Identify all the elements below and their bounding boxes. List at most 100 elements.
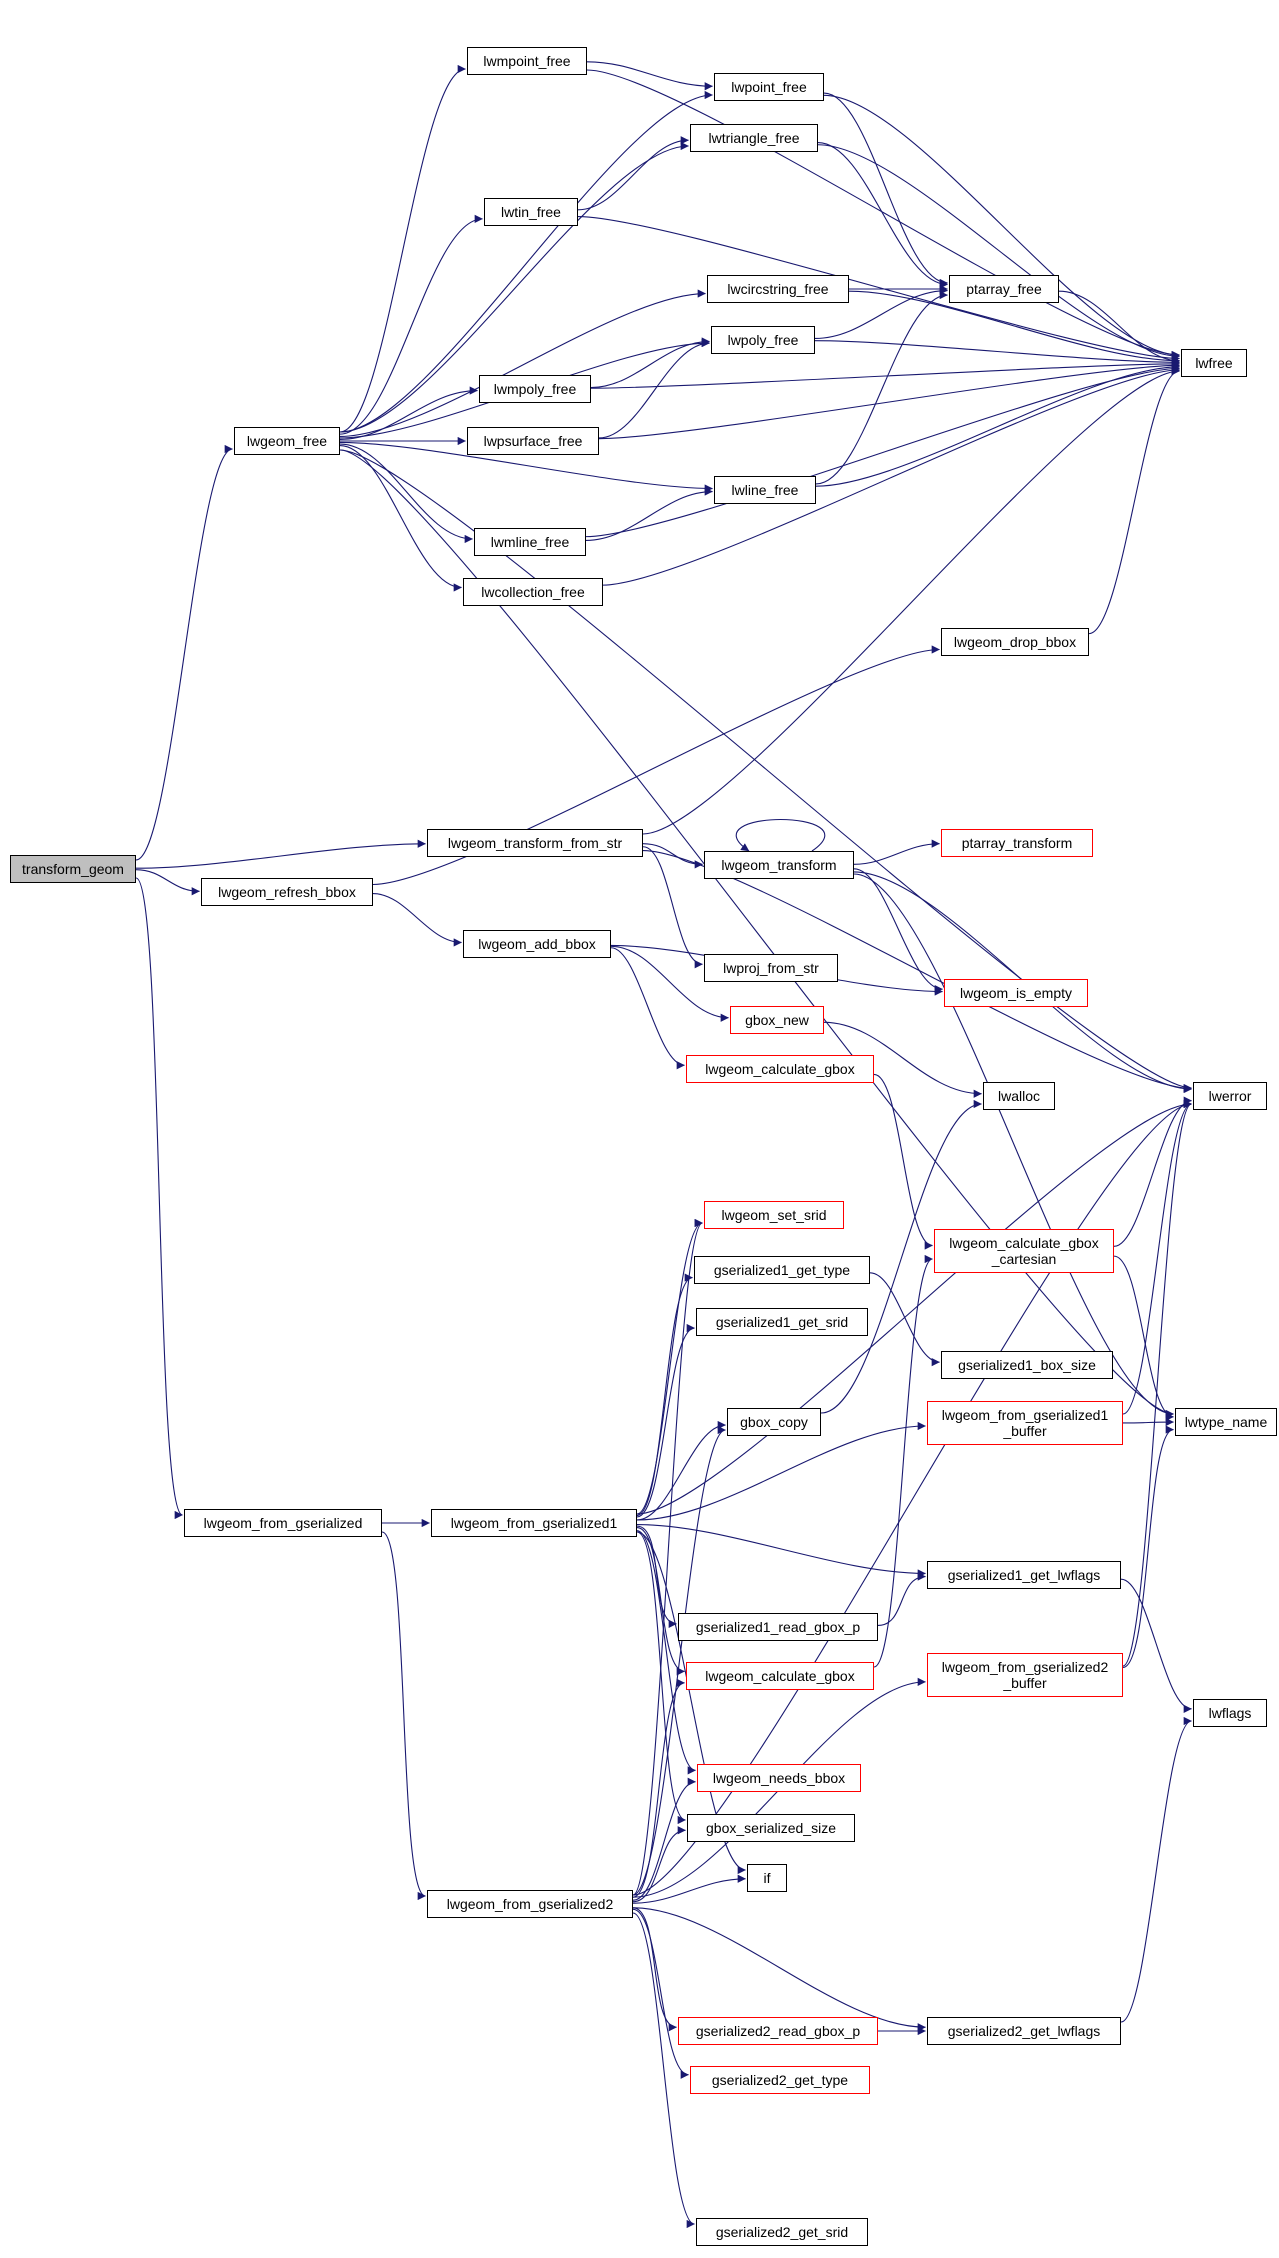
edge-lwgeom_transform-lwtype_name bbox=[853, 873, 1174, 1419]
edge-lwgeom_free-lwpoint_free bbox=[339, 90, 713, 433]
edge-lwcollection_free-lwfree bbox=[602, 365, 1180, 586]
node-lwgeom_from_gserialized1[interactable]: lwgeom_from_gserialized1 bbox=[431, 1509, 637, 1537]
node-lwmline_free[interactable]: lwmline_free bbox=[474, 528, 586, 556]
node-gserialized1_get_type[interactable]: gserialized1_get_type bbox=[694, 1256, 870, 1284]
edge-lwgeom_from_gserialized1-gserialized1_get_lwflags bbox=[636, 1524, 926, 1578]
node-lwalloc[interactable]: lwalloc bbox=[983, 1082, 1055, 1110]
node-lwgeom_from_gserialized1_buffer[interactable]: lwgeom_from_gserialized1 _buffer bbox=[927, 1401, 1123, 1445]
node-lwmpoly_free[interactable]: lwmpoly_free bbox=[479, 375, 591, 403]
node-lwtype_name[interactable]: lwtype_name bbox=[1175, 1408, 1277, 1436]
edge-lwgeom_refresh_bbox-lwgeom_drop_bbox bbox=[372, 645, 940, 886]
edge-lwgeom_from_gserialized1-lwgeom_needs_bbox bbox=[636, 1530, 696, 1775]
edge-transform_geom-lwgeom_refresh_bbox bbox=[135, 869, 200, 896]
edge-lwgeom_from_gserialized1_buffer-lwtype_name bbox=[1122, 1417, 1174, 1427]
node-gbox_copy[interactable]: gbox_copy bbox=[727, 1408, 821, 1436]
edge-lwgeom_from_gserialized2_buffer-lwtype_name bbox=[1122, 1425, 1174, 1668]
node-gserialized2_get_type[interactable]: gserialized2_get_type bbox=[690, 2066, 870, 2094]
node-lwcollection_free[interactable]: lwcollection_free bbox=[463, 578, 603, 606]
node-lwgeom_refresh_bbox[interactable]: lwgeom_refresh_bbox bbox=[201, 878, 373, 906]
edge-lwgeom_from_gserialized1-gserialized1_get_type bbox=[636, 1273, 693, 1516]
node-lwtin_free[interactable]: lwtin_free bbox=[484, 198, 578, 226]
node-lwpoly_free[interactable]: lwpoly_free bbox=[711, 326, 815, 354]
node-lwgeom_from_gserialized2[interactable]: lwgeom_from_gserialized2 bbox=[427, 1890, 633, 1918]
node-lwgeom_transform[interactable]: lwgeom_transform bbox=[704, 851, 854, 879]
edge-lwmline_free-lwline_free bbox=[585, 487, 713, 541]
edge-lwgeom_from_gserialized1-gserialized1_get_srid bbox=[636, 1323, 695, 1518]
edge-lwgeom_from_gserialized2-gserialized2_get_type bbox=[632, 1908, 689, 2079]
edge-lwgeom_from_gserialized2-if bbox=[632, 1874, 746, 1904]
edge-lwgeom_free-lwmpoly_free bbox=[339, 386, 478, 440]
node-gserialized2_get_lwflags[interactable]: gserialized2_get_lwflags bbox=[927, 2017, 1121, 2045]
edge-transform_geom-lwgeom_transform_from_str bbox=[135, 839, 426, 869]
node-ptarray_free[interactable]: ptarray_free bbox=[949, 275, 1059, 303]
node-lwmpoint_free[interactable]: lwmpoint_free bbox=[467, 47, 587, 75]
node-lwpsurface_free[interactable]: lwpsurface_free bbox=[467, 427, 599, 455]
node-lwfree[interactable]: lwfree bbox=[1181, 349, 1247, 377]
node-lwgeom_calculate_gbox_2[interactable]: lwgeom_calculate_gbox bbox=[686, 1662, 874, 1690]
node-gbox_new[interactable]: gbox_new bbox=[730, 1006, 824, 1034]
edge-transform_geom-lwgeom_from_gserialized bbox=[135, 877, 183, 1519]
node-lwcircstring_free[interactable]: lwcircstring_free bbox=[707, 275, 849, 303]
node-gserialized1_box_size[interactable]: gserialized1_box_size bbox=[941, 1351, 1113, 1379]
edge-lwgeom_from_gserialized2-gserialized2_get_srid bbox=[632, 1912, 695, 2229]
edge-lwgeom_from_gserialized-lwgeom_from_gserialized2 bbox=[381, 1531, 426, 1901]
edge-lwgeom_from_gserialized1-gbox_copy bbox=[636, 1420, 726, 1521]
edge-lwgeom_free-lwmline_free bbox=[339, 443, 473, 544]
edge-lwgeom_add_bbox-lwgeom_calculate_gbox bbox=[610, 947, 685, 1070]
edge-lwgeom_transform_from_str-lwproj_from_str bbox=[642, 846, 703, 969]
node-gserialized1_read_gbox_p[interactable]: gserialized1_read_gbox_p bbox=[678, 1613, 878, 1641]
node-ptarray_transform[interactable]: ptarray_transform bbox=[941, 829, 1093, 857]
node-if[interactable]: if bbox=[747, 1864, 787, 1892]
edge-lwline_free-ptarray_free bbox=[815, 290, 948, 485]
edge-lwpoly_free-ptarray_free bbox=[814, 286, 948, 340]
edge-lwmpoint_free-lwfree bbox=[586, 69, 1180, 360]
edge-lwpsurface_free-lwfree bbox=[598, 361, 1180, 440]
node-gserialized1_get_srid[interactable]: gserialized1_get_srid bbox=[696, 1308, 868, 1336]
edge-lwcircstring_free-lwfree bbox=[848, 290, 1180, 365]
node-lwgeom_set_srid[interactable]: lwgeom_set_srid bbox=[704, 1201, 844, 1229]
edge-lwgeom_free-lwtin_free bbox=[339, 214, 483, 435]
edge-lwgeom_from_gserialized2-lwerror bbox=[632, 1099, 1192, 1896]
edge-lwgeom_drop_bbox-lwfree bbox=[1088, 366, 1180, 635]
node-lwgeom_add_bbox[interactable]: lwgeom_add_bbox bbox=[463, 930, 611, 958]
node-lwpoint_free[interactable]: lwpoint_free bbox=[714, 73, 824, 101]
edge-lwgeom_from_gserialized2_buffer-lwerror bbox=[1122, 1100, 1192, 1667]
edge-lwpoint_free-ptarray_free bbox=[823, 92, 948, 288]
node-lwgeom_needs_bbox[interactable]: lwgeom_needs_bbox bbox=[697, 1764, 861, 1792]
node-gserialized2_read_gbox_p[interactable]: gserialized2_read_gbox_p bbox=[678, 2017, 878, 2045]
edge-lwpoly_free-lwfree bbox=[814, 340, 1180, 367]
edge-lwgeom_calculate_gbox-lwgeom_calculate_gbox_cartesian bbox=[873, 1073, 933, 1250]
node-lwerror[interactable]: lwerror bbox=[1193, 1082, 1267, 1110]
node-gserialized2_get_srid[interactable]: gserialized2_get_srid bbox=[696, 2218, 868, 2246]
node-lwgeom_drop_bbox[interactable]: lwgeom_drop_bbox bbox=[941, 628, 1089, 656]
node-gbox_serialized_size[interactable]: gbox_serialized_size bbox=[687, 1814, 855, 1842]
edge-lwmline_free-lwfree bbox=[585, 364, 1180, 538]
edge-lwgeom_from_gserialized2-lwgeom_needs_bbox bbox=[632, 1777, 696, 1901]
edge-lwgeom_transform_from_str-lwfree bbox=[642, 366, 1180, 835]
edge-lwgeom_from_gserialized1-if bbox=[636, 1531, 746, 1875]
node-lwgeom_transform_from_str[interactable]: lwgeom_transform_from_str bbox=[427, 829, 643, 857]
node-lwgeom_calculate_gbox_cartesian[interactable]: lwgeom_calculate_gbox _cartesian bbox=[934, 1229, 1114, 1273]
node-lwgeom_is_empty[interactable]: lwgeom_is_empty bbox=[944, 979, 1088, 1007]
edge-lwgeom_transform-lwgeom_is_empty bbox=[853, 868, 943, 994]
node-lwgeom_from_gserialized[interactable]: lwgeom_from_gserialized bbox=[184, 1509, 382, 1537]
node-lwtriangle_free[interactable]: lwtriangle_free bbox=[690, 124, 818, 152]
edge-lwmpoint_free-lwpoint_free bbox=[586, 61, 713, 91]
edge-lwgeom_from_gserialized2-lwgeom_calculate_gbox_2 bbox=[632, 1678, 685, 1898]
edge-gbox_new-lwalloc bbox=[823, 1021, 982, 1098]
node-transform_geom: transform_geom bbox=[10, 855, 136, 883]
node-gserialized1_get_lwflags[interactable]: gserialized1_get_lwflags bbox=[927, 1561, 1121, 1589]
edge-lwgeom_from_gserialized1_buffer-lwerror bbox=[1122, 1099, 1192, 1415]
node-lwgeom_from_gserialized2_buffer[interactable]: lwgeom_from_gserialized2 _buffer bbox=[927, 1653, 1123, 1697]
edge-transform_geom-lwgeom_free bbox=[135, 444, 233, 861]
node-lwflags[interactable]: lwflags bbox=[1193, 1699, 1267, 1727]
edge-gbox_copy-lwalloc bbox=[820, 1099, 982, 1414]
node-lwline_free[interactable]: lwline_free bbox=[714, 476, 816, 504]
edge-lwgeom_transform_from_str-lwerror bbox=[642, 850, 1192, 1093]
node-lwgeom_free[interactable]: lwgeom_free bbox=[234, 427, 340, 455]
edge-lwgeom_from_gserialized1-gbox_serialized_size bbox=[636, 1531, 686, 1825]
node-lwproj_from_str[interactable]: lwproj_from_str bbox=[704, 954, 838, 982]
edge-lwgeom_from_gserialized2-gbox_serialized_size bbox=[632, 1826, 686, 1903]
node-lwgeom_calculate_gbox[interactable]: lwgeom_calculate_gbox bbox=[686, 1055, 874, 1083]
